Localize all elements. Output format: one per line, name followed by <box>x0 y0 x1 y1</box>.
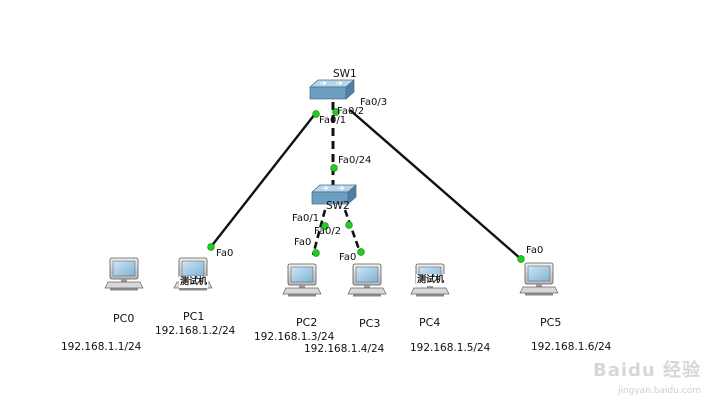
port-label-pc2-fa0: Fa0 <box>294 237 312 248</box>
port-label-pc5-fa0: Fa0 <box>526 245 544 256</box>
pc5-ip: 192.168.1.6/24 <box>531 341 612 353</box>
pc5-icon[interactable] <box>519 262 559 296</box>
status-dot-sw2-fa0-1 <box>321 222 329 230</box>
link-sw2-pc2 <box>311 209 327 256</box>
port-label-sw1-fa0-3: Fa0/3 <box>360 97 388 108</box>
pc3-name: PC3 <box>359 317 381 330</box>
baidu-watermark-logo: Baidu 经验 <box>592 360 701 381</box>
pc2-icon[interactable] <box>282 263 322 297</box>
pc2-ip: 192.168.1.3/24 <box>254 331 335 343</box>
pc4-name: PC4 <box>419 316 441 329</box>
link-sw1-pc1 <box>209 113 316 249</box>
port-label-sw2-fa0-24: Fa0/24 <box>338 155 372 166</box>
port-label-pc1-fa0: Fa0 <box>216 248 234 259</box>
pc3-ip: 192.168.1.4/24 <box>304 343 385 355</box>
baidu-watermark-url: jingyan.baidu.com <box>617 386 701 396</box>
pc5-name: PC5 <box>540 316 562 329</box>
port-label-pc3-fa0: Fa0 <box>339 252 357 263</box>
status-dot-pc2 <box>312 249 320 257</box>
sw2-label: SW2 <box>326 200 350 212</box>
switch-sw1-icon[interactable] <box>309 79 355 100</box>
link-sw2-pc3 <box>343 209 363 256</box>
pc3-icon[interactable] <box>347 263 387 297</box>
port-label-sw1-fa0-2: Fa0/2 <box>337 106 365 117</box>
status-dot-sw2-fa0-24 <box>330 164 338 172</box>
status-dot-pc3 <box>357 248 365 256</box>
status-dot-pc5 <box>517 255 525 263</box>
port-label-sw1-fa0-1: Fa0/1 <box>319 115 347 126</box>
link-sw1-pc5 <box>349 109 522 260</box>
pc4-screen-text: 测试机 <box>416 274 446 286</box>
pc1-screen-text: 测试机 <box>179 276 209 288</box>
status-dot-sw2-fa0-2 <box>345 221 353 229</box>
sw1-label: SW1 <box>333 68 357 80</box>
status-dot-sw1-fa0-2 <box>332 108 340 116</box>
port-label-sw2-fa0-2: Fa0/2 <box>314 226 342 237</box>
pc1-ip: 192.168.1.2/24 <box>155 325 236 337</box>
port-label-sw2-fa0-1: Fa0/1 <box>292 213 320 224</box>
pc0-ip: 192.168.1.1/24 <box>61 341 142 353</box>
pc0-name: PC0 <box>113 312 135 325</box>
pc4-ip: 192.168.1.5/24 <box>410 342 491 354</box>
link-status-dots <box>207 108 525 263</box>
pc1-name: PC1 <box>183 310 205 323</box>
pc0-icon[interactable] <box>104 257 144 291</box>
pc2-name: PC2 <box>296 316 318 329</box>
status-dot-sw1-fa0-1 <box>312 110 320 118</box>
status-dot-pc1 <box>207 243 215 251</box>
